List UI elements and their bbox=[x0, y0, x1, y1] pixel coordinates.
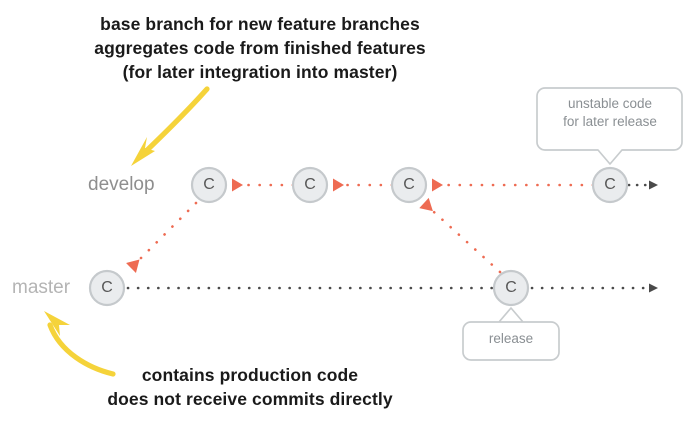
commit-node-master-1[interactable] bbox=[88, 269, 126, 307]
bottom-yellow-arrow-icon bbox=[47, 322, 116, 377]
caption-master-line1: contains production code bbox=[141, 365, 359, 385]
merge-arrow-develop-to-master bbox=[126, 201, 198, 273]
caption-develop-line2: aggregates code from finished features bbox=[94, 38, 426, 58]
top-yellow-arrow-icon bbox=[139, 86, 210, 158]
merge-arrows bbox=[126, 197, 502, 274]
commit-node-master-2[interactable] bbox=[492, 269, 530, 307]
commit-node-develop-4[interactable] bbox=[591, 166, 629, 204]
callout-release[interactable] bbox=[462, 307, 560, 361]
merge-arrow-master-to-develop bbox=[419, 197, 502, 274]
caption-develop-line1: base branch for new feature branches bbox=[100, 14, 420, 34]
commit-node-develop-2[interactable] bbox=[291, 166, 329, 204]
callout-unstable-line1: unstable code bbox=[567, 96, 653, 111]
commit-node-develop-1[interactable] bbox=[190, 166, 228, 204]
commit-node-develop-3[interactable] bbox=[390, 166, 428, 204]
callout-release-box bbox=[462, 307, 560, 361]
caption-develop: base branch for new feature branches agg… bbox=[0, 12, 520, 84]
bottom-yellow-arrowhead-icon bbox=[44, 311, 70, 336]
commit-label-master-2: C bbox=[505, 279, 517, 296]
commit-label-develop-1: C bbox=[203, 176, 215, 193]
commit-label-develop-3: C bbox=[403, 176, 415, 193]
commit-label-develop-4: C bbox=[604, 176, 616, 193]
callout-unstable-code-text: unstable code for later release bbox=[540, 95, 680, 131]
callout-unstable-code[interactable] bbox=[536, 87, 683, 165]
annotation-arrows bbox=[44, 86, 210, 377]
caption-develop-line3: (for later integration into master) bbox=[122, 62, 398, 82]
branch-label-develop: develop bbox=[88, 174, 155, 195]
caption-master: contains production code does not receiv… bbox=[0, 363, 500, 411]
commit-label-develop-2: C bbox=[304, 176, 316, 193]
callout-unstable-line2: for later release bbox=[563, 114, 657, 129]
commit-label-master-1: C bbox=[101, 279, 113, 296]
callout-release-text: release bbox=[488, 331, 534, 346]
top-yellow-arrowhead-icon bbox=[131, 137, 155, 166]
callout-unstable-box bbox=[536, 87, 683, 165]
caption-master-line2: does not receive commits directly bbox=[107, 389, 393, 409]
commit-nodes bbox=[88, 166, 629, 307]
branch-label-master: master bbox=[12, 277, 71, 298]
